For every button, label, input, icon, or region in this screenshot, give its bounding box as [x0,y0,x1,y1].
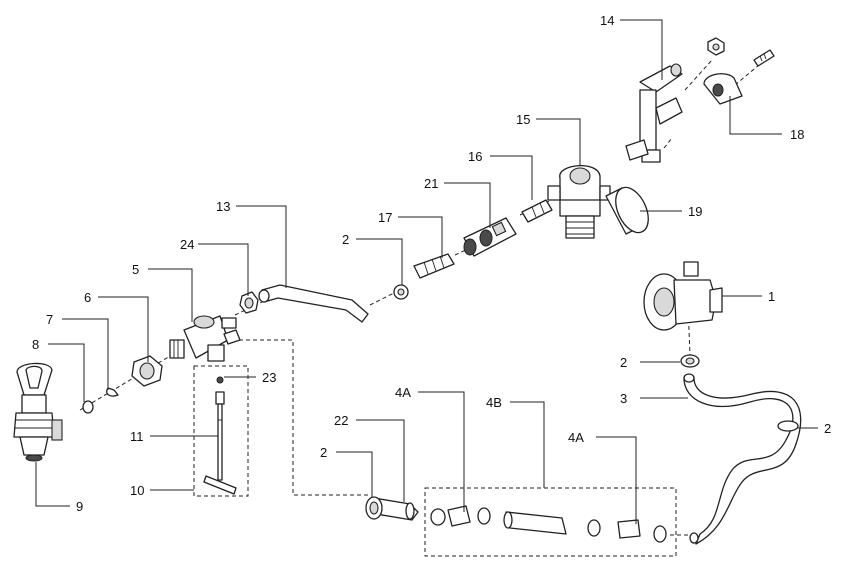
callout-8: 8 [32,337,39,352]
callout-9: 9 [76,499,83,514]
callout-1: 1 [768,289,775,304]
gauge-part-19 [605,186,649,235]
callout-3: 3 [620,391,627,406]
faucet-part-9 [13,362,63,462]
callout-10: 10 [130,483,144,498]
callout-4b: 4B [486,395,502,410]
callout-2-far-right: 2 [824,421,831,436]
callout-7: 7 [46,312,53,327]
tee-handle-part-10 [203,475,237,495]
callout-2-right: 2 [620,355,627,370]
drain-wand-part-11 [215,376,225,481]
callout-23: 23 [262,370,276,385]
bracket-part-18 [703,73,743,105]
valve-body-part-5 [169,315,241,362]
callout-5: 5 [132,262,139,277]
hex-nut-top [707,37,725,56]
callout-2-lower: 2 [320,445,327,460]
hose-part-3 [683,373,802,545]
callout-17: 17 [378,210,392,225]
tubing-kit-box [424,487,677,557]
callout-22: 22 [334,413,348,428]
tubing-kit-parts [430,505,667,543]
clamp-part-2-upper [393,284,409,300]
regulator-part-15 [547,164,611,239]
clamp-part-2-right [680,354,700,368]
clamp-part-2-hose [777,420,799,432]
clip-part-7 [106,387,119,397]
check-valve-part-1 [643,261,723,331]
callout-19: 19 [688,204,702,219]
leader-lines [35,19,818,524]
barb-fitting-part-17 [413,253,455,279]
callout-24: 24 [180,237,194,252]
elbow-valve-part-14 [625,63,683,163]
callout-4a-left: 4A [395,385,411,400]
screw-top [753,49,775,67]
clamp-part-2-lower [365,496,383,520]
o-ring-part-8 [82,400,94,414]
callout-21: 21 [424,176,438,191]
callout-4a-right: 4A [568,430,584,445]
callout-18: 18 [790,127,804,142]
callout-labels: 1 2 3 2 4A 4B 4A 22 2 23 11 10 9 8 7 6 5… [32,13,831,514]
tube-part-13 [258,284,369,323]
cartridge-part-21 [463,217,517,257]
callout-2-upper: 2 [342,232,349,247]
callout-13: 13 [216,199,230,214]
callout-15: 15 [516,112,530,127]
callout-11: 11 [130,429,144,444]
nut-part-24 [239,291,259,314]
drain-kit-box [193,365,249,497]
callout-16: 16 [468,149,482,164]
callout-14: 14 [600,13,614,28]
fitting-part-16 [521,199,553,223]
nut-part-6 [131,355,163,387]
callout-6: 6 [84,290,91,305]
